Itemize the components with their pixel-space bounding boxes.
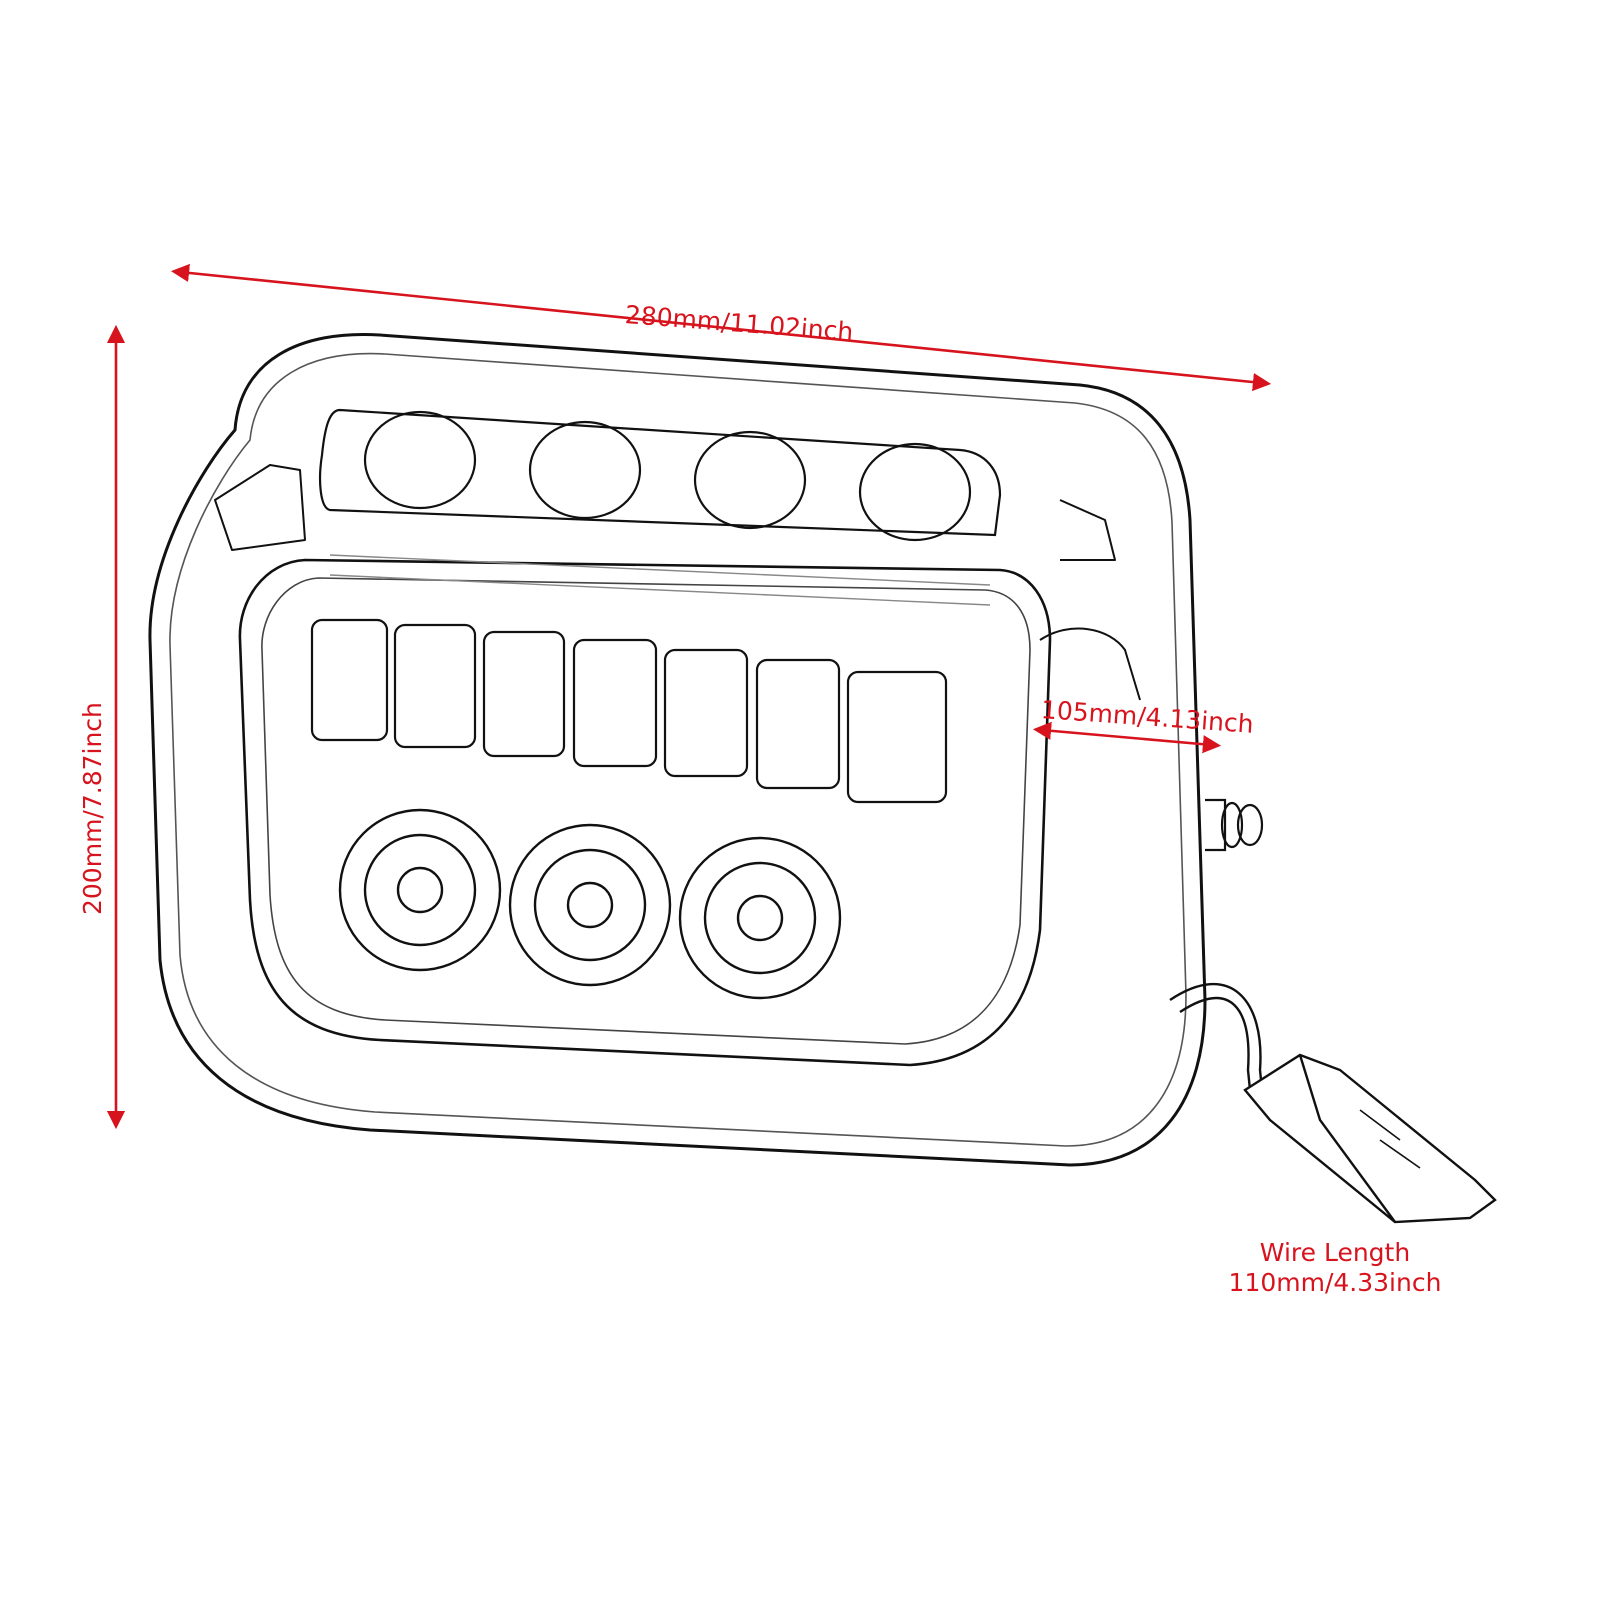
height-dimension-label: 200mm/7.87inch	[78, 702, 107, 915]
wire-harness	[1169, 982, 1264, 1091]
wire-length-title: Wire Length	[1259, 1238, 1411, 1267]
wire-length-annotation: Wire Length 110mm/4.33inch	[1200, 1238, 1470, 1298]
inner-bezel	[238, 558, 1052, 1067]
dimension-arrows	[106, 263, 1272, 1130]
middle-led-row	[310, 618, 948, 804]
width-dimension-arrow	[170, 263, 1272, 392]
depth-dimension-arrow	[1032, 721, 1222, 754]
top-projector-bar	[319, 408, 1002, 606]
top-projector-lenses	[363, 410, 972, 542]
bottom-projectors	[338, 808, 842, 1000]
wire-length-value: 110mm/4.33inch	[1228, 1268, 1442, 1297]
wire-harness-plug	[1243, 1053, 1497, 1224]
side-mount-bolt	[1205, 798, 1264, 852]
